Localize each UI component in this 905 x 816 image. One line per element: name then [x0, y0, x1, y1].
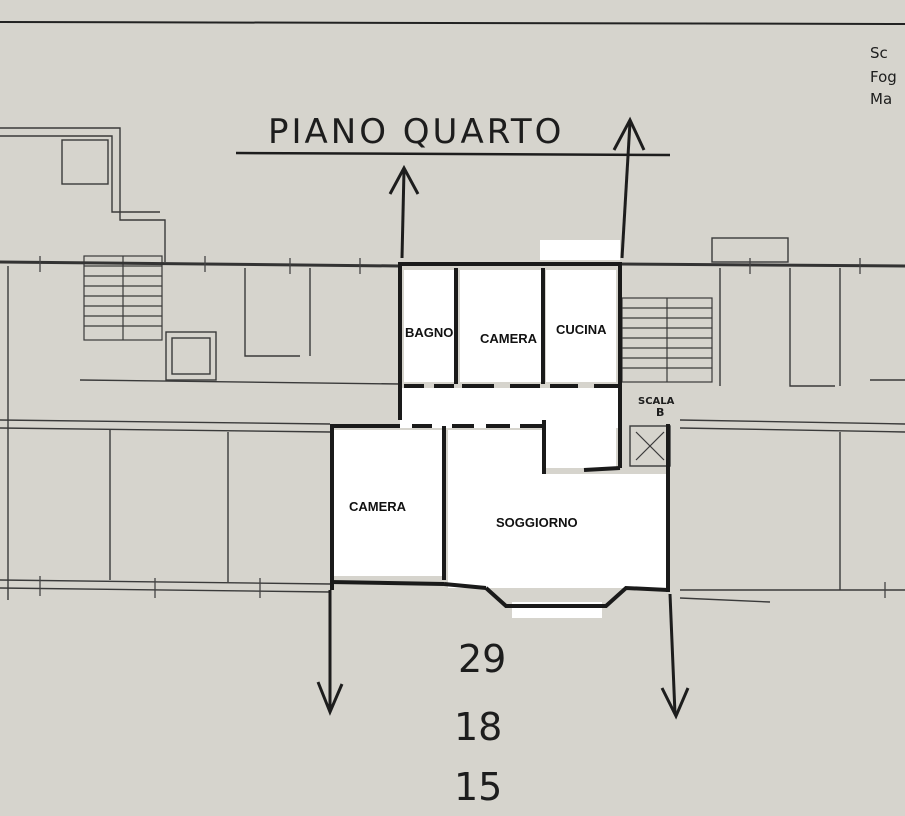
stair-label-line2: B — [656, 406, 664, 419]
sheet-border — [0, 21, 905, 25]
plan-title: PIANO QUARTO — [268, 112, 564, 152]
number-2: 18 — [454, 705, 502, 749]
arrows — [316, 116, 690, 720]
room-label-camera-top: CAMERA — [480, 331, 538, 346]
apartment-unit — [329, 240, 670, 618]
room-label-camera-left: CAMERA — [349, 499, 407, 514]
title-underline — [235, 151, 671, 157]
corner-note-2: Fog — [870, 68, 897, 86]
number-1: 29 — [458, 637, 506, 681]
room-label-bagno: BAGNO — [405, 325, 453, 340]
building-outline — [0, 127, 905, 603]
room-label-cucina: CUCINA — [556, 322, 607, 337]
number-3: 15 — [454, 765, 502, 809]
corner-note-1: Sc — [870, 44, 888, 62]
corner-note-3: Ma — [870, 90, 892, 108]
stair-label-line1: SCALA — [638, 396, 675, 407]
room-label-soggiorno: SOGGIORNO — [496, 515, 578, 530]
